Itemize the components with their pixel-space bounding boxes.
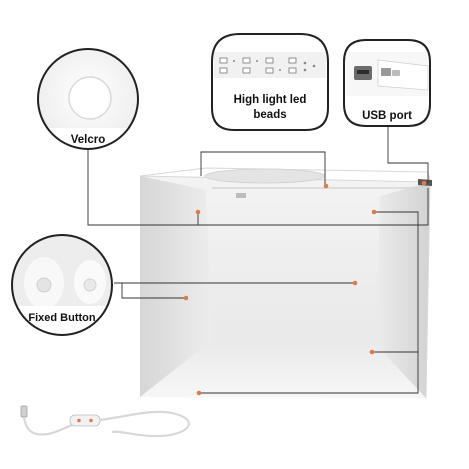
led-bead — [265, 67, 274, 74]
marker-dot — [421, 180, 427, 186]
led-bead — [219, 57, 228, 64]
led-bead — [242, 57, 251, 64]
led-bead — [288, 67, 297, 74]
box-right-wing — [376, 182, 430, 398]
led-bead — [219, 67, 228, 74]
fixed-button-callout — [114, 282, 186, 299]
usb-callout — [387, 126, 429, 183]
marker-dot — [196, 390, 202, 396]
led-strip-closeup — [214, 52, 326, 78]
velcro-label: Velcro — [71, 134, 106, 146]
marker-dot — [371, 209, 377, 215]
marker-dot — [369, 349, 375, 355]
led-callout — [200, 151, 326, 186]
marker-dot — [195, 209, 201, 215]
usb-cable — [20, 405, 190, 438]
inline-switch — [69, 414, 101, 427]
box-floor — [140, 338, 426, 398]
box-left-wing — [140, 176, 212, 397]
light-box — [139, 167, 432, 399]
led-bead — [242, 67, 251, 74]
marker-dot — [352, 280, 358, 286]
markers — [183, 180, 427, 396]
led-bead — [265, 57, 274, 64]
velcro-callout-circle: Velcro — [37, 48, 139, 150]
usb-callout-box: USB port — [343, 39, 431, 127]
velcro-callout — [87, 150, 429, 226]
box-right-edge — [425, 181, 431, 399]
led-bead — [288, 57, 297, 64]
usb-label: USB port — [362, 110, 412, 122]
fixed-button-callout-circle: Fixed Button — [11, 234, 113, 336]
marker-dot — [183, 295, 189, 301]
usb-plug — [20, 405, 28, 418]
led-callout-box: High light led beads — [211, 33, 329, 131]
led-label-line2: beads — [253, 109, 286, 121]
bottom-callout — [199, 211, 419, 394]
fixed-button-icon — [36, 277, 52, 293]
fixed-button-label: Fixed Button — [28, 312, 95, 324]
velcro-tab — [236, 193, 246, 198]
top-opening — [204, 168, 326, 184]
usb-closeup — [346, 52, 429, 96]
marker-dot — [323, 183, 329, 189]
led-label-line1: High light led — [234, 94, 307, 106]
